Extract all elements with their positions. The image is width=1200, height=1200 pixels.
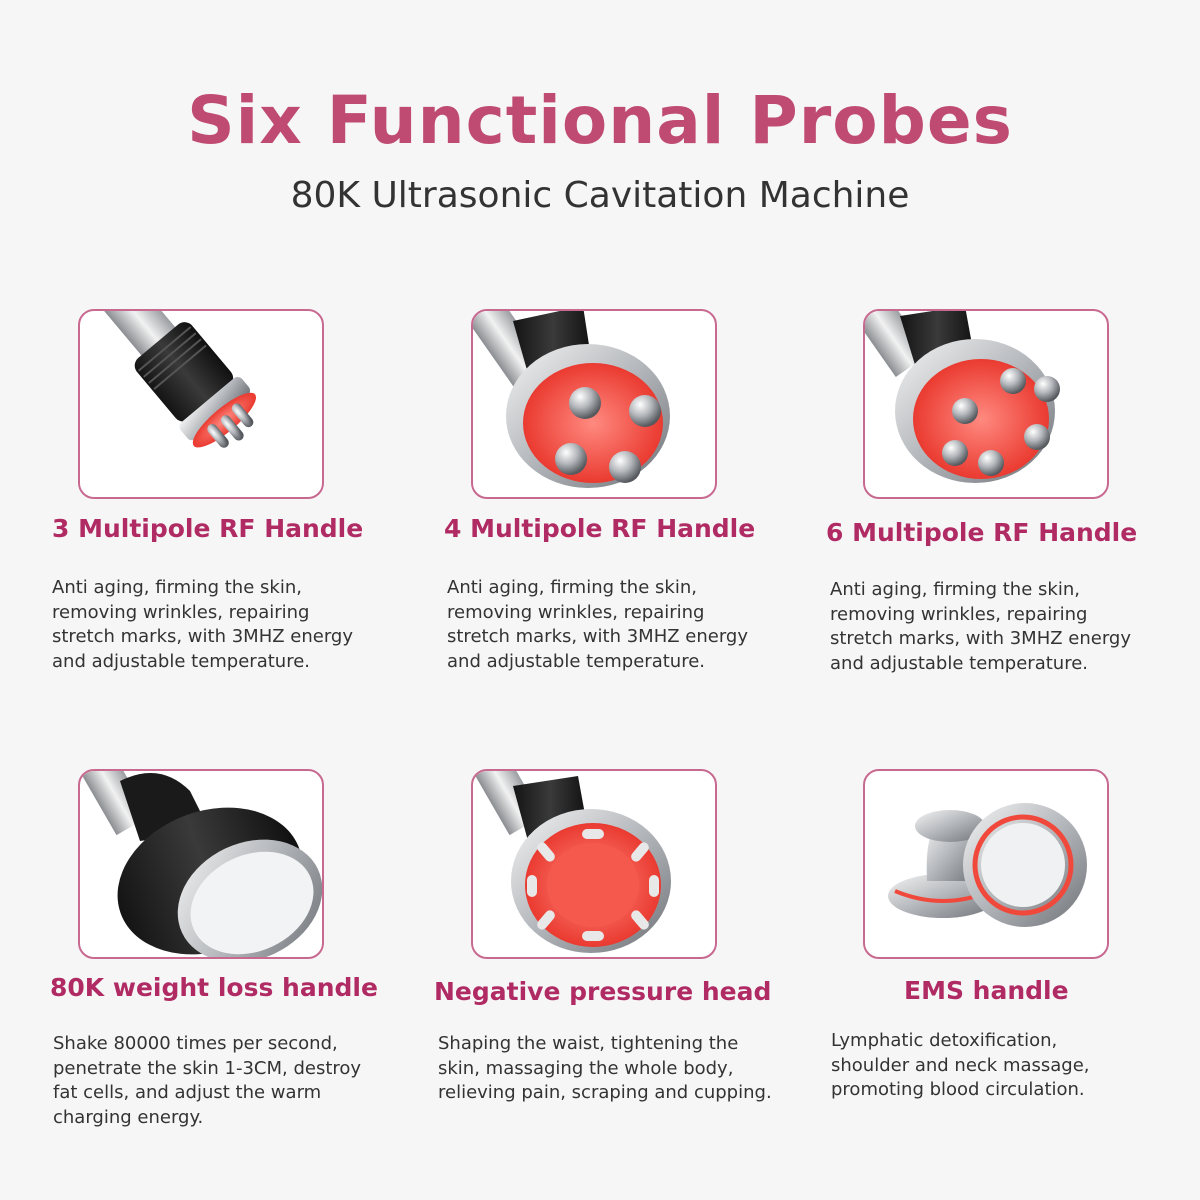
probe-image-card-ems	[863, 769, 1109, 959]
probe-description: Shake 80000 times per second, penetrate …	[53, 1033, 362, 1128]
probe-description: Anti aging, firming the skin, removing w…	[52, 577, 354, 672]
probe-description: Anti aging, firming the skin, removing w…	[447, 577, 749, 672]
6-pole-rf-probe-icon	[865, 311, 1060, 483]
4-pole-rf-probe-icon	[473, 311, 670, 488]
probe-image-card-cavitation	[78, 769, 324, 959]
probe-name: 6 Multipole RF Handle	[826, 518, 1138, 547]
probe-description: Lymphatic detoxification, shoulder and n…	[831, 1030, 1090, 1100]
probe-description: Anti aging, firming the skin, removing w…	[830, 579, 1132, 674]
probe-image-card-6-pole	[863, 309, 1109, 499]
probe-name: 80K weight loss handle	[50, 973, 378, 1002]
probe-image-card-4-pole	[471, 309, 717, 499]
probe-name: EMS handle	[904, 976, 1069, 1005]
probe-name: 4 Multipole RF Handle	[444, 514, 756, 543]
probe-description: Shaping the waist, tightening the skin, …	[438, 1033, 772, 1103]
probe-name: 3 Multipole RF Handle	[52, 514, 364, 543]
probe-image-card-3-pole	[78, 309, 324, 499]
ems-probe-icon	[888, 803, 1087, 927]
page-subtitle: 80K Ultrasonic Cavitation Machine	[290, 175, 910, 216]
page-title: Six Functional Probes	[187, 82, 1013, 159]
3-pole-rf-probe-icon	[93, 311, 257, 448]
vacuum-probe-icon	[473, 771, 671, 953]
probe-name: Negative pressure head	[434, 977, 772, 1006]
cavitation-probe-icon	[80, 771, 322, 957]
probe-image-card-vacuum	[471, 769, 717, 959]
